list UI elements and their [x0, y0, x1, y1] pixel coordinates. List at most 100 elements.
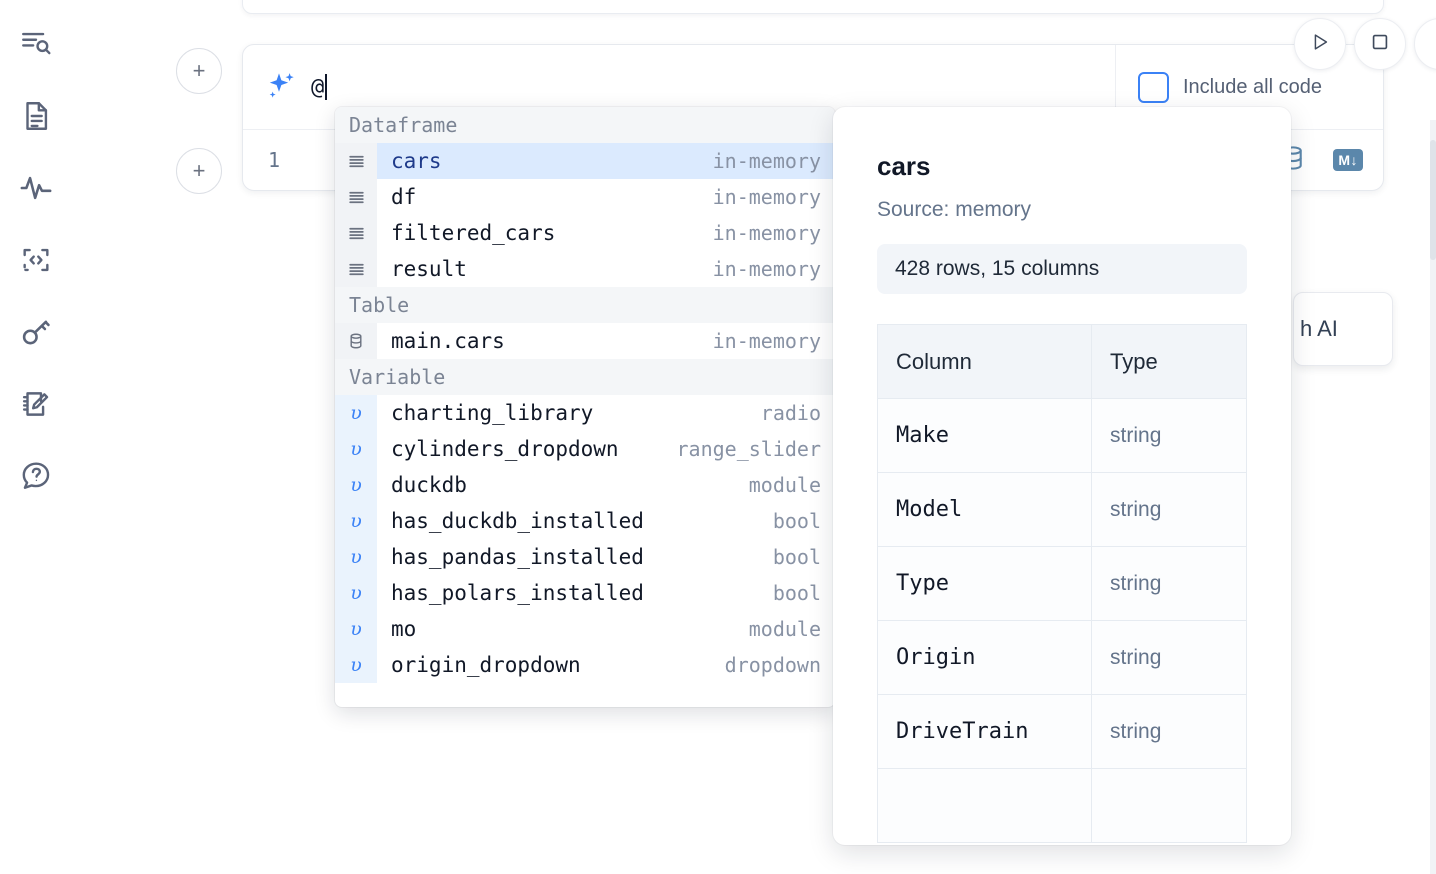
- ai-prompt-value: @: [311, 74, 325, 100]
- schema-column-type: string: [1091, 546, 1247, 621]
- dataframe-rows-icon: [335, 179, 377, 215]
- run-cell-button[interactable]: [1294, 18, 1346, 70]
- autocomplete-item-meta: radio: [760, 401, 821, 425]
- variable-upsilon-icon: υ: [335, 539, 377, 575]
- autocomplete-group-header: Table: [335, 287, 835, 323]
- schema-column-type: string: [1091, 620, 1247, 695]
- dataset-source: Source: memory: [877, 198, 1032, 221]
- schema-column-name: DriveTrain: [876, 694, 1093, 769]
- dataframe-rows-icon: [335, 251, 377, 287]
- autocomplete-item-meta: module: [748, 473, 821, 497]
- schema-column-name: [876, 768, 1093, 843]
- variable-upsilon-icon: υ: [335, 575, 377, 611]
- schema-column-name: Model: [876, 472, 1093, 547]
- autocomplete-item-name: filtered_cars: [391, 221, 556, 245]
- sidebar-item-help[interactable]: [13, 450, 59, 502]
- sidebar-item-snippets[interactable]: [13, 234, 59, 286]
- sidebar-item-files[interactable]: [13, 90, 59, 142]
- autocomplete-item-name: cylinders_dropdown: [391, 437, 619, 461]
- variable-upsilon-icon: υ: [335, 467, 377, 503]
- include-all-code-label: Include all code: [1183, 75, 1322, 98]
- file-document-icon: [19, 99, 53, 133]
- schema-column-type: string: [1091, 472, 1247, 547]
- sidebar-item-outline[interactable]: [13, 18, 59, 70]
- autocomplete-item-meta: in-memory: [712, 329, 821, 353]
- add-cell-below-button[interactable]: +: [176, 148, 222, 194]
- code-editor-row: 1 M↓: [243, 130, 1383, 190]
- variable-upsilon-icon: υ: [335, 647, 377, 683]
- autocomplete-item-meta: bool: [772, 581, 821, 605]
- autocomplete-item-meta: bool: [772, 509, 821, 533]
- dataset-shape: 428 rows, 15 columns: [877, 244, 1247, 294]
- variable-upsilon-icon: υ: [335, 503, 377, 539]
- autocomplete-item[interactable]: υ origin_dropdown dropdown: [335, 647, 835, 683]
- variable-upsilon-icon: υ: [335, 431, 377, 467]
- code-brackets-icon: [19, 243, 53, 277]
- run-controls: [1294, 18, 1436, 70]
- autocomplete-item-meta: in-memory: [712, 185, 821, 209]
- sidebar-item-dependencies[interactable]: [13, 162, 59, 214]
- autocomplete-item-name: main.cars: [391, 329, 505, 353]
- sidebar-item-scratchpad[interactable]: [13, 378, 59, 430]
- autocomplete-item-name: duckdb: [391, 473, 467, 497]
- schema-column-type: string: [1091, 398, 1247, 473]
- autocomplete-item-name: origin_dropdown: [391, 653, 581, 677]
- dataframe-rows-icon: [335, 215, 377, 251]
- sidebar-item-secrets[interactable]: [13, 306, 59, 358]
- variable-upsilon-icon: υ: [335, 611, 377, 647]
- autocomplete-item-name: charting_library: [391, 401, 594, 425]
- scrollbar-thumb[interactable]: [1430, 140, 1436, 260]
- include-all-code-checkbox[interactable]: [1138, 71, 1169, 103]
- table-header-row: Column Type: [876, 324, 1247, 399]
- schema-column-type: string: [1091, 694, 1247, 769]
- text-caret: [325, 74, 328, 100]
- plus-icon: +: [192, 158, 206, 183]
- page-scrollbar[interactable]: [1430, 120, 1436, 874]
- dataset-title: cars: [877, 151, 931, 181]
- plus-icon: +: [192, 58, 206, 83]
- autocomplete-item[interactable]: υ has_polars_installed bool: [335, 575, 835, 611]
- ai-prompt-row: @ Include all code: [243, 45, 1383, 130]
- ai-prompt-input[interactable]: @: [311, 45, 1115, 129]
- explore-outline-icon: [19, 27, 53, 61]
- column-header-type: Type: [1091, 324, 1247, 399]
- more-actions-button[interactable]: [1414, 18, 1436, 70]
- include-all-code-control: Include all code: [1115, 45, 1383, 129]
- database-icon: [335, 323, 377, 359]
- schema-column-name: Origin: [876, 620, 1093, 695]
- key-icon: [19, 315, 53, 349]
- autocomplete-item-name: has_pandas_installed: [391, 545, 644, 569]
- autocomplete-group-header: Variable: [335, 359, 835, 395]
- generate-with-ai-card[interactable]: h AI: [1293, 292, 1393, 366]
- autocomplete-item-name: has_polars_installed: [391, 581, 644, 605]
- add-cell-above-button[interactable]: +: [176, 48, 222, 94]
- markdown-icon[interactable]: M↓: [1333, 149, 1363, 171]
- autocomplete-item[interactable]: result in-memory: [335, 251, 835, 287]
- autocomplete-group-header: Dataframe: [335, 107, 835, 143]
- autocomplete-item-name: result: [391, 257, 467, 281]
- activity-pulse-icon: [19, 171, 53, 205]
- autocomplete-item-meta: module: [748, 617, 821, 641]
- stop-cell-button[interactable]: [1354, 18, 1406, 70]
- autocomplete-item-meta: in-memory: [712, 257, 821, 281]
- autocomplete-item-meta: dropdown: [724, 653, 821, 677]
- autocomplete-item-name: mo: [391, 617, 417, 641]
- dataframe-rows-icon: [335, 143, 377, 179]
- autocomplete-item[interactable]: main.cars in-memory: [335, 323, 835, 359]
- notebook-pencil-icon: [19, 387, 53, 421]
